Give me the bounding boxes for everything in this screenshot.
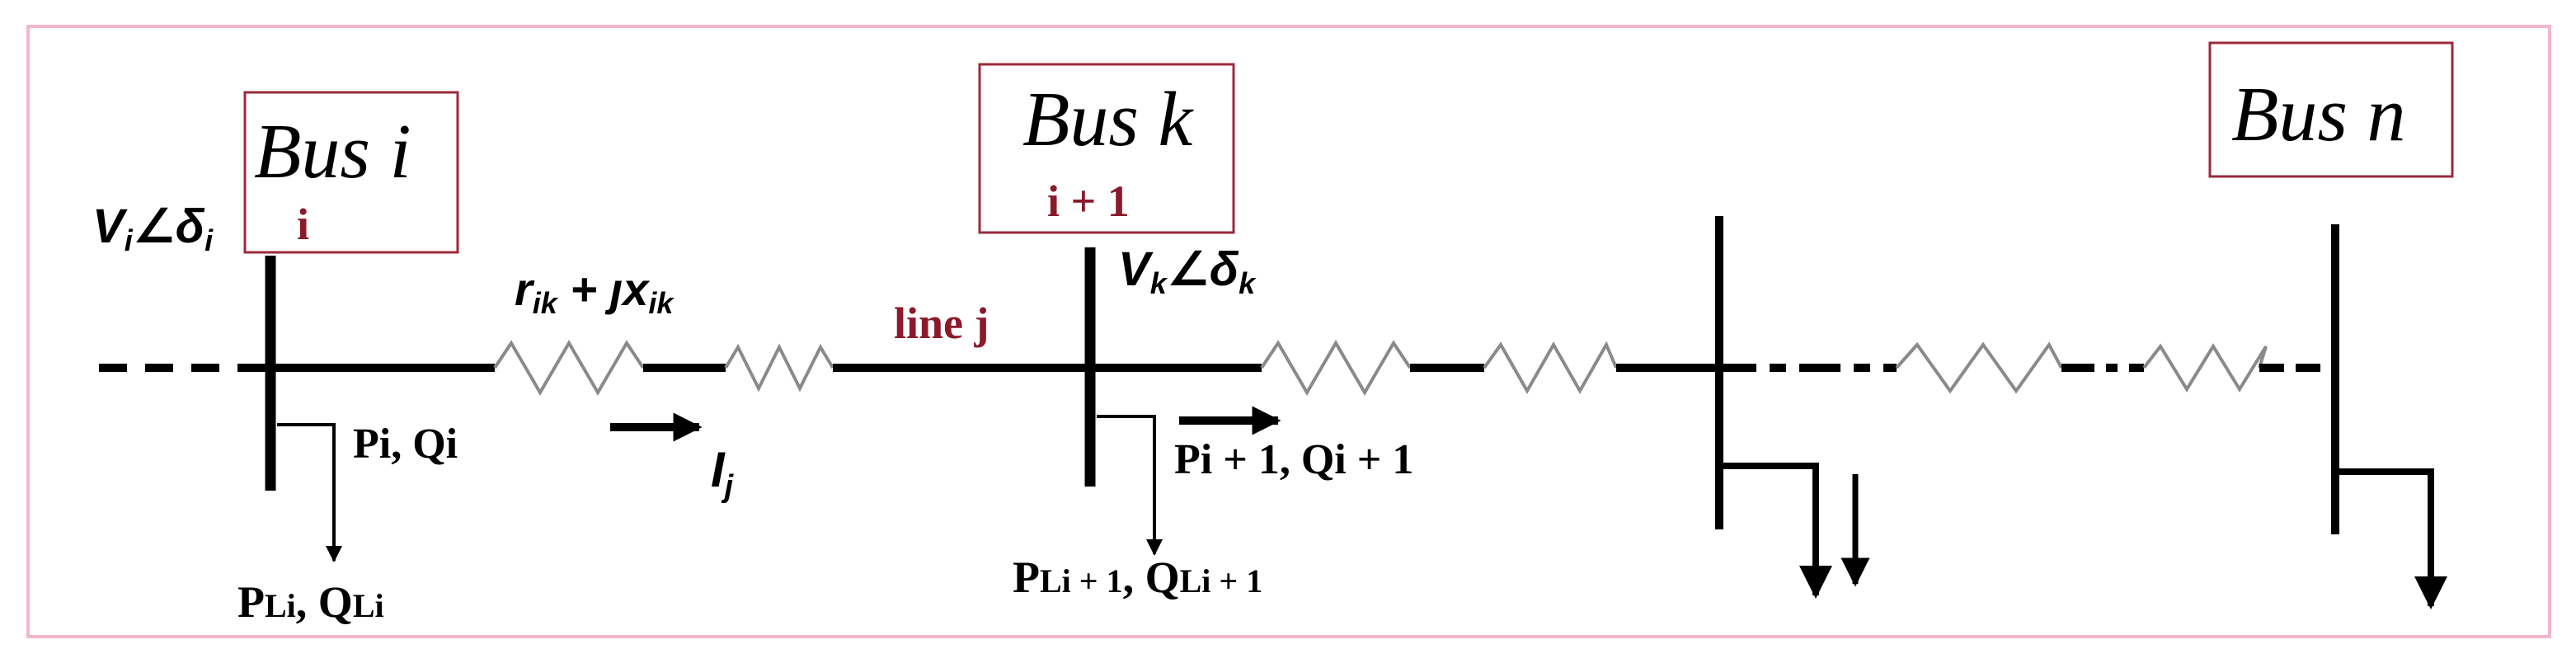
- bus-k-box: [978, 63, 1235, 234]
- line-impedance: rik + ȷxik: [515, 263, 675, 320]
- bus-i-voltage: Vi∠δi: [92, 200, 214, 257]
- bus-i-box: [243, 91, 459, 254]
- bus-k-load: PLi + 1, QLi + 1: [1013, 552, 1262, 602]
- resistor-5: [1895, 341, 2063, 394]
- bus-i-index: i: [297, 200, 309, 249]
- resistor-2: [724, 343, 834, 393]
- load-bus-n-arrow: [2339, 468, 2447, 609]
- resistor-4: [1483, 341, 1618, 395]
- load-k-arrow: [1097, 415, 1163, 556]
- resistor-6: [2142, 343, 2268, 393]
- bus-i-load: PLi, QLi: [237, 577, 384, 627]
- resistor-3: [1260, 340, 1412, 396]
- line-current: Ij: [711, 442, 735, 504]
- line-name: line j: [894, 299, 990, 348]
- bus-i-injection: Pi, Qi: [353, 421, 458, 468]
- bus-k-voltage: Vk∠δk: [1118, 242, 1257, 300]
- bus-k-title: Bus k: [1022, 77, 1195, 162]
- bus-n-box: [2208, 41, 2454, 178]
- bus-k-injection: Pi + 1, Qi + 1: [1174, 436, 1413, 483]
- bus-k-index: i + 1: [1047, 176, 1130, 226]
- load-i-arrow: [277, 423, 342, 562]
- load-bus3-arrow: [1723, 463, 1832, 599]
- diagram-frame: [26, 25, 2551, 638]
- bus-n-title: Bus n: [2231, 72, 2406, 158]
- resistor-1: [493, 340, 645, 396]
- bus-i-title: Bus i: [254, 109, 411, 195]
